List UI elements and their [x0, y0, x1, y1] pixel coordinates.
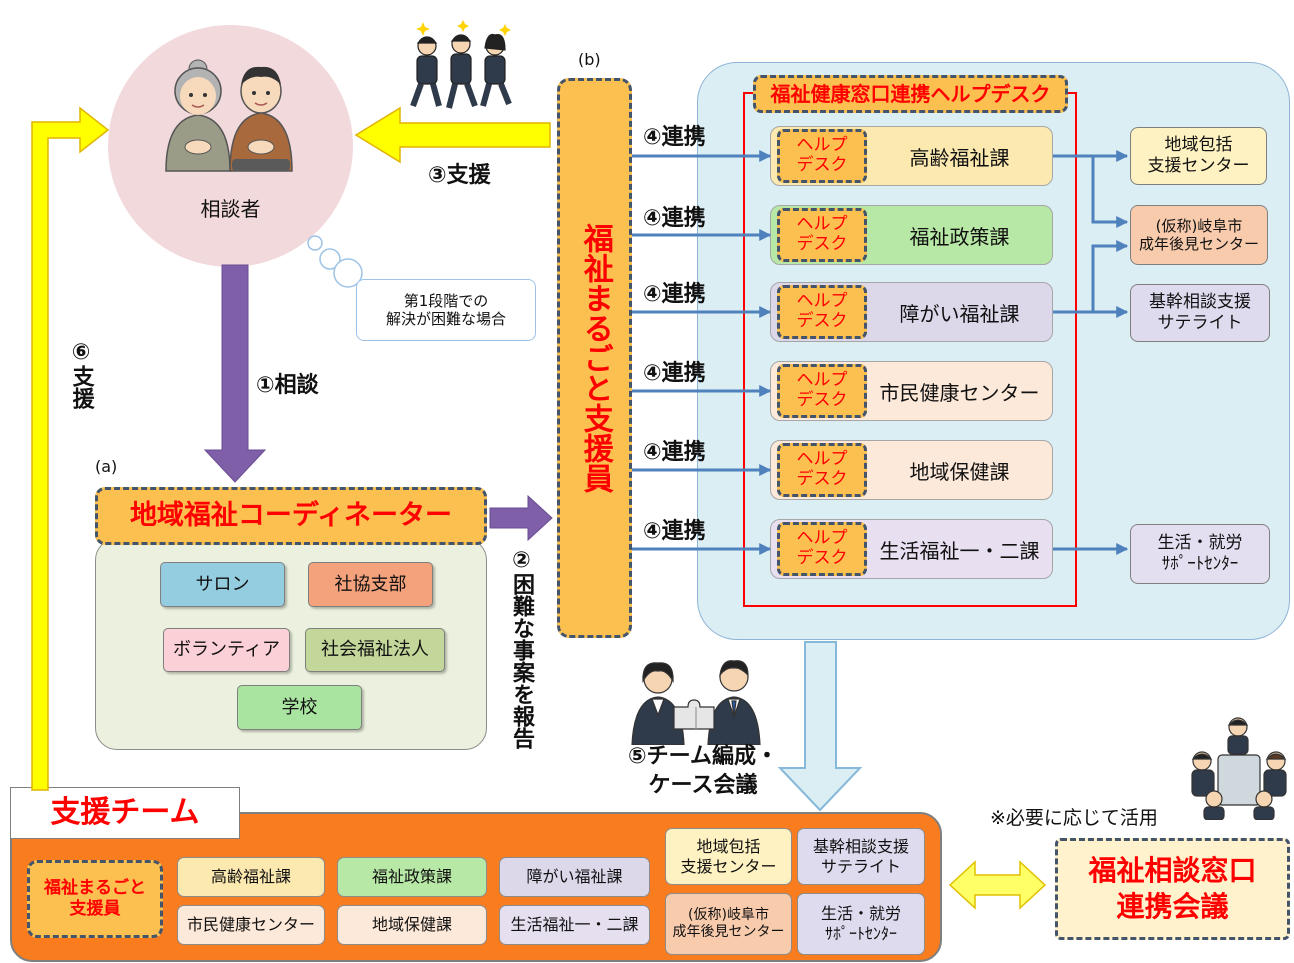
meeting-illustration [1191, 717, 1287, 820]
support-step-6-label: ⑥支援 [68, 340, 94, 409]
external-livelihood-support-center: 生活・就労 ｻﾎﾟｰﾄｾﾝﾀｰ [1130, 524, 1270, 584]
community-council-branch: 社協支部 [308, 562, 433, 607]
elderly-woman-figure [165, 59, 231, 172]
helpdesk-row-disability-welfare: ヘルプ デスク 障がい福祉課 [770, 282, 1053, 342]
department-name: 福祉政策課 [909, 224, 1010, 249]
community-social-welfare-corp: 社会福祉法人 [305, 628, 445, 672]
helpdesk-row-livelihood-welfare: ヘルプ デスク 生活福祉一・二課 [770, 519, 1053, 579]
thought-bubble-dots [307, 235, 363, 288]
sparkle-icon [416, 20, 511, 36]
running-staff-illustration [410, 20, 512, 109]
team-member-livelihood-support-center: 生活・就労 ｻﾎﾟｰﾄｾﾝﾀｰ [797, 893, 925, 955]
comprehensive-support-staff: 福祉まるごと支援員 [557, 78, 632, 638]
department-name: 市民健康センター [879, 380, 1040, 405]
link-label: ④連携 [643, 125, 706, 150]
support-3-arrow [354, 106, 551, 164]
support-step-3-label: ③支援 [428, 163, 491, 188]
external-core-consultation-satellite: 基幹相談支援 サテライト [1130, 284, 1270, 342]
team-member-disability-welfare: 障がい福祉課 [499, 857, 650, 897]
department-name: 高齢福祉課 [909, 145, 1010, 170]
helpdesk-tag: ヘルプ デスク [777, 364, 867, 418]
helpdesk-tag: ヘルプ デスク [777, 129, 867, 183]
section-a-marker: (a) [95, 457, 118, 476]
teamwork-puzzle-illustration [631, 660, 761, 745]
helpdesk-row-elderly-welfare: ヘルプ デスク 高齢福祉課 [770, 126, 1053, 186]
external-comprehensive-support-center: 地域包括 支援センター [1130, 127, 1267, 185]
helpdesk-tag: ヘルプ デスク [777, 208, 867, 262]
helpdesk-tag: ヘルプ デスク [777, 522, 867, 576]
department-name: 地域保健課 [909, 459, 1010, 484]
difficult-case-note: 第1段階での 解決が困難な場合 [356, 279, 536, 341]
team-member-comprehensive-support-center: 地域包括 支援センター [665, 828, 792, 885]
team-member-welfare-policy: 福祉政策課 [337, 857, 487, 897]
link-label: ④連携 [643, 206, 706, 231]
helpdesk-row-health-center: ヘルプ デスク 市民健康センター [770, 361, 1053, 421]
report-step-2-label: ②困難な事案を報告 [509, 548, 534, 749]
report-2-arrow [489, 494, 553, 542]
helpdesk-tag: ヘルプ デスク [777, 443, 867, 497]
elderly-couple-illustration [165, 59, 293, 172]
link-label: ④連携 [643, 361, 706, 386]
department-name: 生活福祉一・二課 [879, 538, 1040, 563]
team-support-staff: 福祉まるごと 支援員 [27, 860, 163, 938]
team-member-guardianship-center: (仮称)岐阜市 成年後見センター [665, 893, 792, 955]
section-b-marker: (b) [578, 50, 601, 69]
department-name: 障がい福祉課 [899, 301, 1020, 326]
link-label: ④連携 [643, 519, 706, 544]
support-staff-label: 福祉まるごと支援員 [577, 223, 613, 493]
team-member-regional-health: 地域保健課 [337, 905, 487, 945]
consultant-circle: 相談者 [108, 25, 353, 267]
welfare-consultation-conference: 福祉相談窓口 連携会議 [1055, 838, 1290, 940]
community-welfare-coordinator: 地域福祉コーディネーター [95, 487, 487, 545]
link-label: ④連携 [643, 440, 706, 465]
conference-link-double-arrow [948, 860, 1047, 910]
community-school: 学校 [237, 685, 362, 730]
consult-step-1-label: ①相談 [256, 373, 319, 398]
consultant-label: 相談者 [200, 197, 261, 221]
helpdesk-row-welfare-policy: ヘルプ デスク 福祉政策課 [770, 205, 1053, 265]
conference-usage-note: ※必要に応じて活用 [990, 807, 1158, 829]
team-member-elderly-welfare: 高齢福祉課 [177, 857, 325, 897]
team-member-livelihood-welfare: 生活福祉一・二課 [499, 905, 650, 945]
community-salon: サロン [160, 562, 285, 607]
external-guardianship-center: (仮称)岐阜市 成年後見センター [1130, 205, 1268, 265]
team-meeting-step-5-label: ⑤チーム編成・ ケース会議 [628, 744, 778, 798]
team-member-health-center: 市民健康センター [177, 905, 325, 945]
team-member-core-consultation-satellite: 基幹相談支援 サテライト [797, 828, 925, 885]
support-team-title: 支援チーム [10, 787, 240, 839]
elderly-man-figure [229, 66, 293, 172]
link-label: ④連携 [643, 282, 706, 307]
helpdesk-title: 福祉健康窓口連携ヘルプデスク [753, 75, 1068, 113]
helpdesk-tag: ヘルプ デスク [777, 285, 867, 339]
community-volunteer: ボランティア [163, 628, 290, 672]
helpdesk-row-regional-health: ヘルプ デスク 地域保健課 [770, 440, 1053, 500]
